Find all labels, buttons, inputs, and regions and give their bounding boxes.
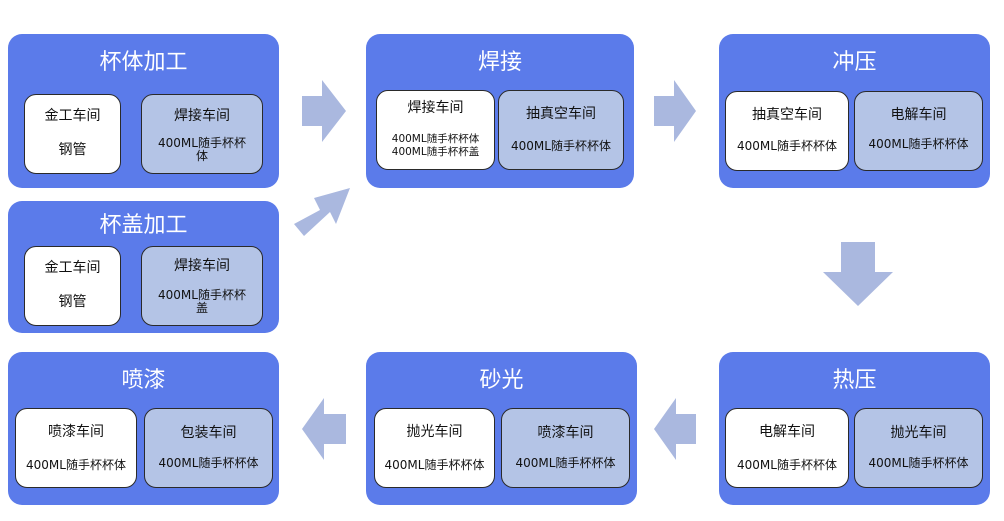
arrow-right-icon: [302, 80, 346, 142]
stage-stamping: 冲压 抽真空车间 400ML随手杯杯体 电解车间 400ML随手杯杯体: [719, 34, 990, 188]
workshop-name: 焊接车间: [174, 258, 230, 274]
workshop-name: 抽真空车间: [526, 106, 596, 122]
workshop-item: 400ML随手杯杯体 400ML随手杯杯盖: [391, 133, 480, 158]
stage-title: 杯盖加工: [99, 213, 188, 238]
stage-painting: 喷漆 喷漆车间 400ML随手杯杯体 包装车间 400ML随手杯杯体: [8, 352, 279, 505]
workshop-card-welding: 焊接车间 400ML随手杯杯 盖: [141, 246, 263, 326]
workshop-item: 钢管: [58, 294, 87, 310]
stage-title: 焊接: [477, 50, 522, 75]
stage-cup-body: 杯体加工 金工车间 钢管 焊接车间 400ML随手杯杯 体: [8, 34, 279, 188]
workshop-name: 电解车间: [890, 107, 947, 123]
workshop-item: 400ML随手杯杯体: [511, 139, 611, 153]
workshop-name: 金工车间: [44, 108, 101, 124]
workshop-name: 喷漆车间: [537, 425, 594, 441]
workshop-card-welding: 焊接车间 400ML随手杯杯体 400ML随手杯杯盖: [376, 90, 495, 170]
arrow-left-icon: [302, 398, 346, 460]
workshop-card-electrolysis: 电解车间 400ML随手杯杯体: [725, 408, 849, 488]
workshop-card-welding: 焊接车间 400ML随手杯杯 体: [141, 94, 263, 174]
workshop-card-electrolysis: 电解车间 400ML随手杯杯体: [854, 91, 983, 171]
workshop-name: 抛光车间: [406, 424, 463, 440]
stage-title: 冲压: [832, 50, 877, 75]
workshop-name: 抛光车间: [890, 425, 947, 441]
workshop-item: 钢管: [58, 142, 87, 158]
stage-sanding: 砂光 抛光车间 400ML随手杯杯体 喷漆车间 400ML随手杯杯体: [366, 352, 637, 505]
workshop-card-painting: 喷漆车间 400ML随手杯杯体: [15, 408, 137, 488]
workshop-item: 400ML随手杯杯体: [158, 456, 259, 470]
workshop-item: 400ML随手杯杯 盖: [158, 288, 246, 315]
workshop-name: 焊接车间: [407, 100, 464, 116]
workshop-card-polishing: 抛光车间 400ML随手杯杯体: [374, 408, 495, 488]
workshop-item: 400ML随手杯杯 体: [158, 136, 246, 163]
stage-title: 热压: [832, 368, 877, 393]
workshop-card-painting: 喷漆车间 400ML随手杯杯体: [501, 408, 630, 488]
workshop-item: 400ML随手杯杯体: [868, 456, 969, 470]
workshop-name: 电解车间: [759, 424, 815, 440]
workshop-name: 抽真空车间: [752, 107, 822, 123]
arrow-left-icon: [654, 398, 696, 460]
arrow-diagonal-icon: [294, 188, 350, 236]
workshop-card-vacuum: 抽真空车间 400ML随手杯杯体: [725, 91, 849, 171]
workshop-name: 金工车间: [44, 260, 101, 276]
workshop-card-polishing: 抛光车间 400ML随手杯杯体: [854, 408, 983, 488]
stage-welding: 焊接 焊接车间 400ML随手杯杯体 400ML随手杯杯盖 抽真空车间 400M…: [366, 34, 634, 188]
stage-title: 砂光: [479, 368, 524, 393]
arrow-right-icon: [654, 80, 696, 142]
workshop-item: 400ML随手杯杯体: [737, 458, 837, 472]
workshop-name: 包装车间: [180, 425, 237, 441]
arrow-down-icon: [823, 242, 893, 306]
workshop-item: 400ML随手杯杯体: [26, 458, 126, 472]
workshop-name: 喷漆车间: [48, 424, 104, 440]
workshop-item: 400ML随手杯杯体: [868, 137, 969, 151]
stage-title: 喷漆: [121, 368, 166, 393]
stage-title: 杯体加工: [99, 50, 188, 75]
workshop-card-packaging: 包装车间 400ML随手杯杯体: [144, 408, 273, 488]
workshop-item: 400ML随手杯杯体: [384, 458, 485, 472]
stage-hot-press: 热压 电解车间 400ML随手杯杯体 抛光车间 400ML随手杯杯体: [719, 352, 990, 505]
workshop-item: 400ML随手杯杯体: [515, 456, 616, 470]
workshop-card-metalwork: 金工车间 钢管: [24, 94, 121, 174]
stage-cup-lid: 杯盖加工 金工车间 钢管 焊接车间 400ML随手杯杯 盖: [8, 201, 279, 333]
workshop-item: 400ML随手杯杯体: [737, 139, 837, 153]
workshop-card-metalwork: 金工车间 钢管: [24, 246, 121, 326]
workshop-card-vacuum: 抽真空车间 400ML随手杯杯体: [498, 90, 624, 170]
workshop-name: 焊接车间: [174, 108, 230, 124]
